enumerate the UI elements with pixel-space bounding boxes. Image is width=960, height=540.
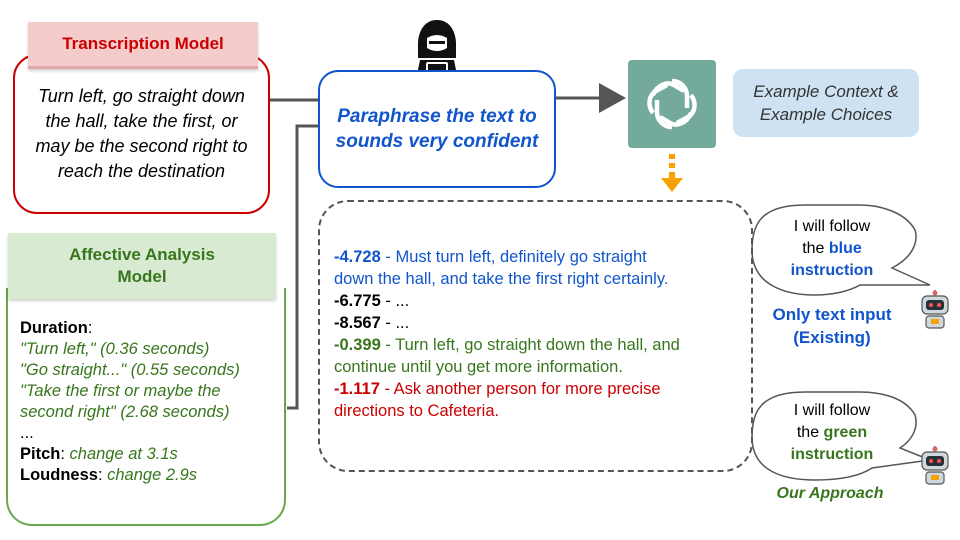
chatgpt-logo-icon (628, 60, 716, 148)
pitch-label: Pitch (20, 445, 61, 463)
paraphrase-line1: Paraphrase the text to (337, 106, 537, 127)
paraphrase-line2: sounds very confident (335, 131, 539, 152)
context-line1: Example Context & (753, 82, 899, 101)
loudness-value: change 2.9s (107, 466, 198, 484)
existing-caption: Only text input (Existing) (752, 303, 912, 349)
affective-analysis-box: Duration: "Turn left," (0.36 seconds) "G… (6, 288, 286, 526)
candidate-row: -0.399 - Turn left, go straight down the… (334, 334, 737, 378)
candidate-text: - ... (380, 314, 410, 332)
context-line2: Example Choices (759, 105, 893, 124)
candidate-score: -4.728 (334, 248, 381, 266)
bubble-line: I will follow (793, 402, 871, 419)
loudness-label: Loudness (20, 466, 98, 484)
candidate-score: -8.567 (334, 314, 381, 332)
candidate-row: -6.775 - ... (334, 290, 737, 312)
existing-caption-line2: (Existing) (793, 328, 871, 347)
candidate-text-cont: continue until you get more information. (334, 358, 623, 376)
candidate-text: - Must turn left, definitely go straight (380, 248, 647, 266)
duration-item: second right" (2.68 seconds) (20, 403, 230, 421)
pitch-value: change at 3.1s (69, 445, 178, 463)
bubble-color-word: green (823, 424, 868, 441)
down-arrow-icon (661, 154, 683, 192)
candidate-text-cont: down the hall, and take the first right … (334, 270, 669, 288)
bubble-line: the (796, 424, 824, 441)
affective-to-paraphrase-line (287, 124, 318, 410)
bubble-top-text: I will follow the blue instruction (762, 216, 902, 282)
duration-item: "Take the first or maybe the (20, 382, 221, 400)
bubble-line: the (802, 240, 829, 257)
bubble-bottom-text: I will follow the green instruction (762, 400, 902, 466)
duration-label: Duration (20, 319, 88, 337)
existing-caption-line1: Only text input (772, 305, 892, 324)
our-approach-caption: Our Approach (776, 485, 884, 502)
candidate-row: -1.117 - Ask another person for more pre… (334, 378, 737, 422)
affective-analysis-model-label: Affective Analysis Model (8, 233, 276, 299)
duration-item: "Turn left," (0.36 seconds) (20, 340, 210, 358)
candidate-row: -8.567 - ... (334, 312, 737, 334)
candidate-text: - Turn left, go straight down the hall, … (380, 336, 680, 354)
candidate-text-cont: directions to Cafeteria. (334, 402, 500, 420)
transcription-text: Turn left, go straight down the hall, ta… (35, 86, 248, 181)
duration-item: "Go straight..." (0.55 seconds) (20, 361, 240, 379)
candidate-text: - Ask another person for more precise (379, 380, 661, 398)
affective-label-line1: Affective Analysis (69, 245, 215, 264)
example-context-box: Example Context & Example Choices (733, 69, 919, 137)
bubble-line: instruction (790, 446, 874, 463)
candidate-text: - ... (380, 292, 410, 310)
chatgpt-knot-icon (647, 78, 697, 130)
robot-icon (921, 290, 949, 329)
duration-ellipsis: ... (20, 424, 34, 442)
candidate-row: -4.728 - Must turn left, definitely go s… (334, 246, 737, 290)
paraphrase-prompt-box: Paraphrase the text to sounds very confi… (318, 70, 556, 188)
transcription-box: Turn left, go straight down the hall, ta… (13, 54, 270, 214)
bubble-line: instruction (790, 262, 874, 279)
candidate-responses-box: -4.728 - Must turn left, definitely go s… (318, 200, 753, 472)
affective-label-line2: Model (117, 267, 167, 286)
bubble-color-word: blue (828, 240, 862, 257)
candidate-score: -0.399 (334, 336, 381, 354)
candidate-score: -6.775 (334, 292, 381, 310)
candidate-score: -1.117 (334, 380, 380, 398)
robot-icon (921, 446, 949, 485)
transcription-model-label: Transcription Model (28, 22, 258, 69)
bubble-line: I will follow (793, 218, 871, 235)
